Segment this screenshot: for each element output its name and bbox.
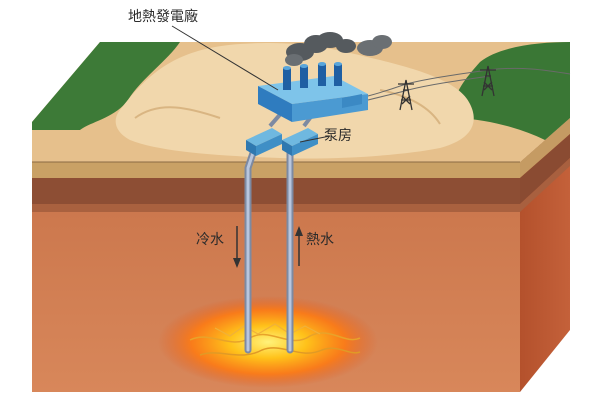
hot-water-label: 熱水: [306, 232, 334, 248]
arrow-down-icon: [233, 226, 241, 268]
grass-left: [32, 42, 180, 130]
cold-water-label: 冷水: [196, 232, 224, 248]
leader-lines: [171, 25, 331, 143]
pump-house-label: 泵房: [324, 128, 352, 144]
wells: [244, 146, 294, 354]
transmission-line: [367, 65, 571, 111]
arrow-up-icon: [295, 226, 303, 266]
power-plant-label: 地熱發電廠: [128, 9, 198, 25]
power-plant-building: [258, 62, 368, 122]
grass-right: [454, 42, 570, 140]
magma-zone: [158, 296, 378, 388]
side-face: [520, 118, 570, 392]
pylon-2: [480, 65, 496, 97]
pylon-1: [398, 79, 414, 111]
smoke-clouds: [285, 32, 392, 66]
